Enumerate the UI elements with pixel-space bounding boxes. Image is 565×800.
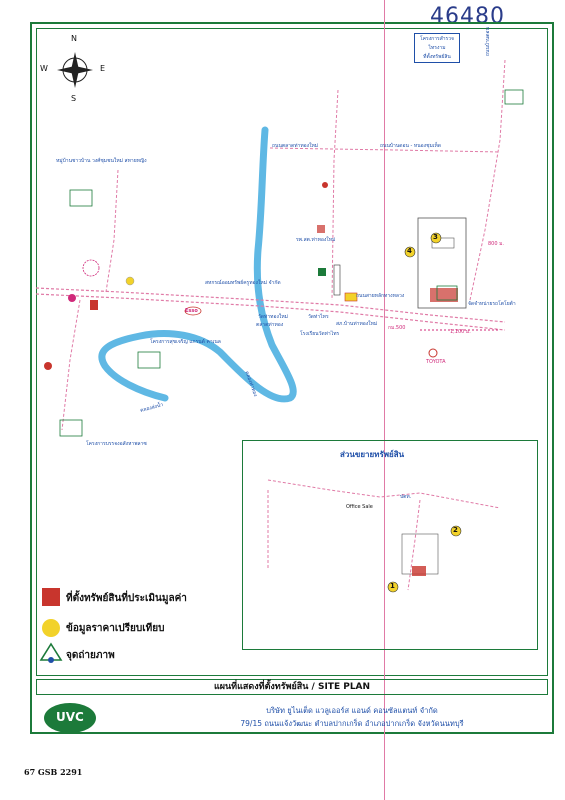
compass-south: S (71, 94, 77, 103)
document-number: 46480 (430, 4, 505, 29)
legend-comparable-swatch (42, 619, 60, 637)
compass-east: E (100, 64, 106, 73)
road-right-vertical (469, 59, 506, 301)
label-pt-station: ปตท. (400, 494, 412, 500)
marker-3-bg (430, 232, 442, 244)
label-project-river: โครงการสุขเจริญ แกรนด์ คาเนล (150, 339, 221, 345)
company-block: UVC บริษัท ยูไนเต็ด แวลูเออร์ส แอนด์ คอน… (36, 697, 548, 733)
road-left-vertical (105, 169, 119, 293)
label-project-bottom-left: โครงการบรรจงอสังหาพลาซ (86, 441, 147, 447)
reference-line-2: ไทรงาม (428, 45, 446, 51)
marker-2: 2 (453, 526, 458, 534)
legend-property-swatch (42, 588, 60, 606)
marker-4: 4 (407, 247, 412, 255)
label-road-right: ถนนบ้านดอน (485, 27, 491, 56)
river-path (98, 126, 297, 403)
road-bottom-left (61, 299, 81, 431)
company-address: 79/15 ถนนแจ้งวัฒนะ ตำบลปากเกร็ด อำเภอปาก… (240, 719, 464, 728)
uvc-logo-text: UVC (56, 710, 84, 724)
photo-point-icons (59, 89, 524, 437)
label-police: สภ.บ้านท่าทองใหม่ (336, 321, 378, 327)
label-car-dealer: จัดจำหน่ายรถโตโยต้า (468, 301, 516, 307)
label-market: ตลาดท่าทอง (256, 322, 284, 328)
inset-title: ส่วนขยายทรัพย์สิน (340, 450, 405, 459)
reference-box: โครงการสำรวจ ไทรงาม ที่ตั้งทรัพย์สิน (414, 33, 460, 63)
legend-comparable-label: ข้อมูลราคาเปรียบเทียบ (66, 623, 165, 634)
legend-property-label: ที่ตั้งทรัพย์สินที่ประเมินมูลค่า (66, 593, 187, 604)
label-hospital: รพ.สต.ท่าทองใหม่ (296, 237, 336, 243)
label-dist-2: 1,100 ม. (450, 329, 471, 335)
inset-road (267, 479, 501, 509)
road-top-horizontal (269, 147, 501, 153)
label-main-highway: ถนนสายหลักทางหลวง (356, 293, 405, 299)
site-block (417, 217, 467, 309)
site-plan-title: แผนที่แสดงที่ตั้งทรัพย์สิน / SITE PLAN (36, 679, 548, 695)
label-temple2: วัดท่าไทร (308, 314, 329, 320)
label-dist-1: กม.500 (388, 325, 406, 331)
reference-line-3: ที่ตั้งทรัพย์สิน (423, 54, 451, 60)
compass-north: N (71, 34, 77, 43)
map-area (36, 28, 548, 676)
uvc-logo-shape (44, 703, 96, 733)
map-frame (30, 22, 554, 734)
compass-west: W (40, 64, 48, 73)
label-village: หมู่บ้านชาวบ้าน วงศ์ชุมชนใหม่ สหายหญิง (56, 158, 147, 164)
inset-frame (242, 440, 538, 650)
reference-line-1: โครงการสำรวจ (420, 36, 454, 42)
label-office-sale: Office Sale (346, 504, 373, 510)
marker-4-bg (404, 246, 416, 258)
label-toyota: TOYOTA (426, 359, 446, 365)
label-road-north-a: ถนนตลาดท่าทองใหม่ (272, 143, 319, 149)
main-road-b (35, 293, 506, 331)
company-name: บริษัท ยูไนเต็ด แวลูเออร์ส แอนด์ คอนซัลแ… (266, 706, 438, 715)
reference-line (384, 0, 385, 800)
label-cooperative: สหกรณ์ออมทรัพย์ครูทองใหม่ จำกัด (205, 280, 281, 286)
label-road-north-b: ถนนบ้านดอน - หนองชุมเห็ด (380, 143, 442, 149)
label-esso: Esso (185, 308, 198, 314)
legend-photo-label: จุดถ่ายภาพ (66, 650, 115, 661)
label-temple: วัดท่าทองใหม่ (258, 314, 288, 320)
road-north (331, 89, 339, 301)
compass-rose (57, 52, 93, 88)
label-school: โรงเรียนวัดท่าไทร (300, 331, 340, 337)
marker-1: 1 (390, 582, 395, 590)
label-dist-3: 800 ม. (488, 241, 505, 247)
document-stamp: 67 GSB 2291 (24, 767, 83, 777)
marker-3: 3 (433, 233, 438, 241)
